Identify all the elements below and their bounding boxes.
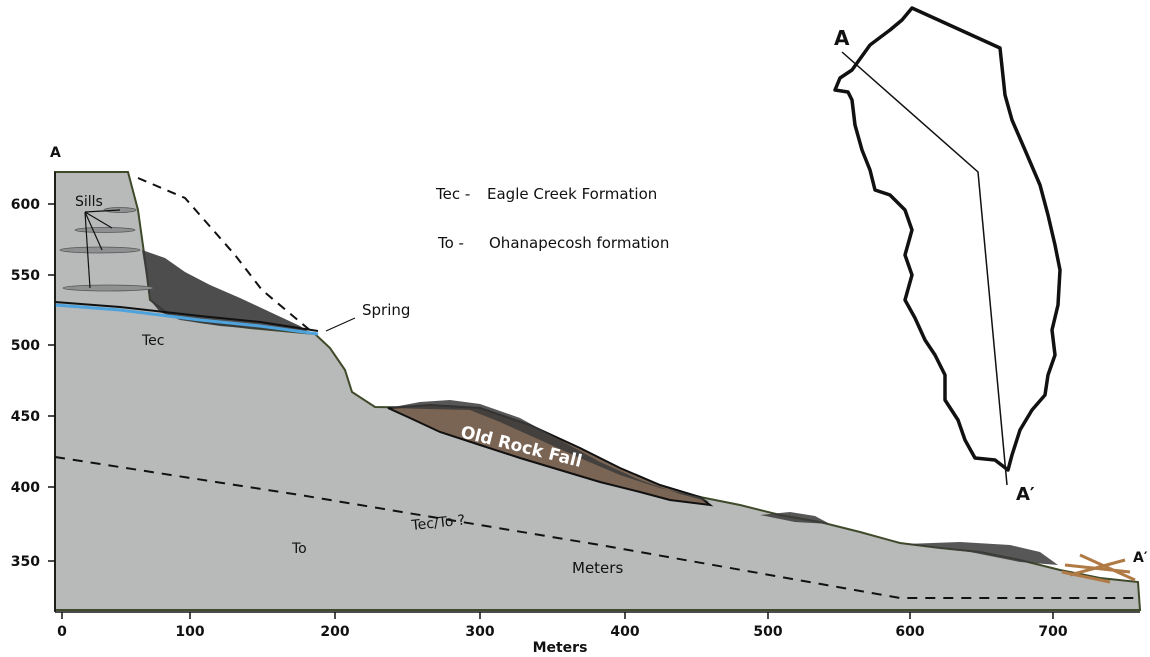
inset-start-label: A — [834, 26, 850, 50]
spring-label: Spring — [362, 301, 410, 319]
x-tick-0: 0 — [57, 624, 67, 640]
y-tick-350: 350 — [11, 554, 40, 570]
x-tick-400: 400 — [610, 624, 639, 640]
section-start-label: A — [50, 145, 61, 161]
spring-leader-line — [325, 317, 356, 332]
legend-tec-name: Eagle Creek Formation — [487, 185, 657, 203]
lower-talus-1 — [760, 512, 830, 524]
sills-label: Sills — [75, 194, 103, 210]
inset-map: A A′ — [833, 6, 1062, 505]
lower-talus-2 — [905, 542, 1058, 565]
to-label: To — [291, 541, 307, 557]
x-axis-title: Meters — [533, 640, 588, 656]
x-tick-500: 500 — [753, 624, 782, 640]
axes — [48, 172, 1140, 619]
former-cliff-dashed — [137, 177, 313, 333]
tec-to-contact-dashed — [54, 456, 1140, 599]
x-tick-200: 200 — [320, 624, 349, 640]
upper-talus — [142, 250, 312, 334]
x-tick-700: 700 — [1038, 624, 1067, 640]
tec-to-contact-label: Tec/To ? — [410, 512, 466, 534]
landslide-outline — [833, 6, 1062, 472]
section-end-label: A′ — [1133, 550, 1148, 566]
section-line-a-a-prime — [841, 51, 1008, 486]
x-tick-100: 100 — [175, 624, 204, 640]
spring-water-layer — [54, 303, 319, 336]
tec-base-line — [54, 301, 319, 332]
log-debris — [1061, 553, 1136, 584]
rock-fall-talus — [388, 400, 710, 502]
tec-label: Tec — [141, 333, 164, 349]
legend-tec-code: Tec - — [435, 185, 470, 203]
y-tick-500: 500 — [11, 338, 40, 354]
sill-lenses — [59, 207, 154, 292]
sill-leaders — [84, 209, 121, 289]
y-tick-450: 450 — [11, 409, 40, 425]
x-tick-300: 300 — [465, 624, 494, 640]
legend-to-name: Ohanapecosh formation — [489, 234, 669, 252]
inset-end-label: A′ — [1016, 484, 1035, 505]
y-tick-600: 600 — [11, 197, 40, 213]
y-tick-400: 400 — [11, 480, 40, 496]
meters-label: Meters — [572, 559, 623, 577]
legend-to-code: To - — [437, 234, 464, 252]
y-tick-550: 550 — [11, 268, 40, 284]
x-tick-600: 600 — [895, 624, 924, 640]
